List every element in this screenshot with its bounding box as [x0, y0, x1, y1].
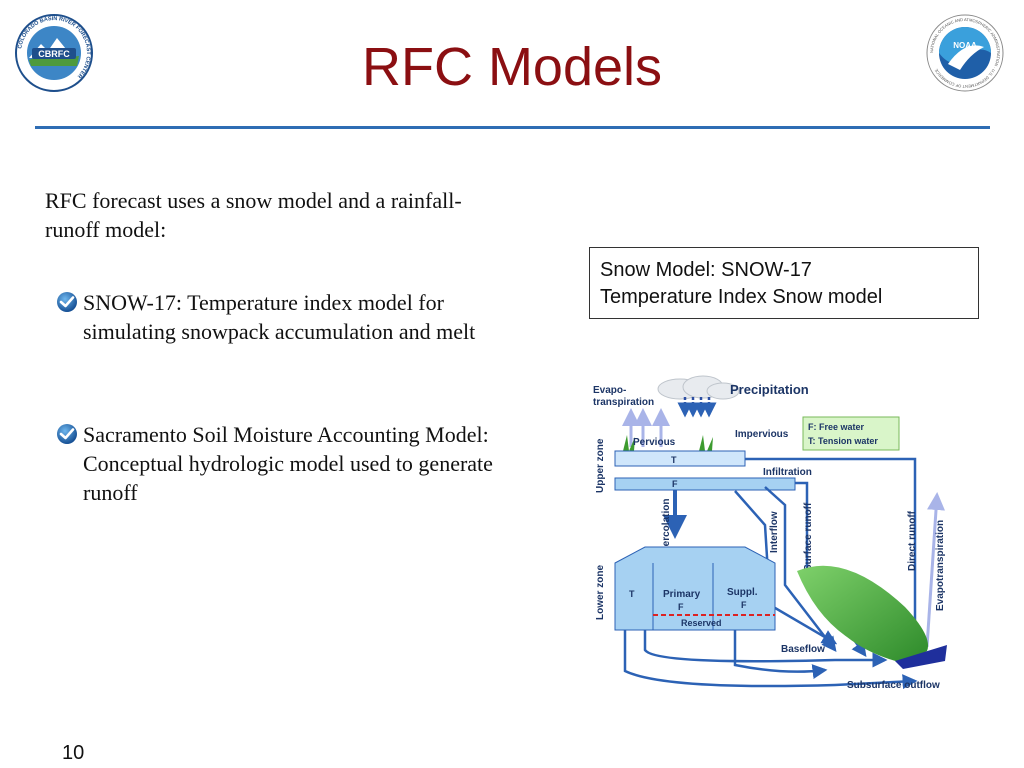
label-upper-T: T [671, 455, 677, 465]
label-lower-T: T [629, 589, 635, 599]
bullet-item: SNOW-17: Temperature index model for sim… [57, 288, 500, 378]
label-infiltration: Infiltration [763, 467, 812, 478]
channel-outlet [895, 645, 947, 669]
label-reserved: Reserved [681, 618, 722, 628]
label-evapotranspiration-1: Evapo- [593, 385, 626, 396]
label-upper-zone: Upper zone [595, 438, 606, 493]
bullet-text: Sacramento Soil Moisture Accounting Mode… [83, 422, 493, 505]
page-number: 10 [62, 742, 85, 764]
cbrfc-logo-text: CBRFC [38, 49, 70, 59]
label-pervious: Pervious [633, 437, 676, 448]
label-surface-runoff: Surface runoff [803, 502, 814, 571]
cloud-icon [657, 375, 740, 400]
label-evapotranspiration-side: Evapotranspiration [935, 520, 946, 611]
slide-title: RFC Models [361, 37, 663, 97]
label-interflow: Interflow [769, 511, 780, 553]
label-impervious: Impervious [735, 429, 789, 440]
intro-text: RFC forecast uses a snow model and a rai… [45, 188, 462, 242]
label-percolation: Percolation [661, 499, 672, 553]
hillslope-terrain [797, 565, 929, 663]
noaa-logo: NOAA NATIONAL OCEANIC AND ATMOSPHERIC AD… [926, 14, 1004, 92]
label-primary-F: F [678, 602, 684, 612]
label-supplemental: Suppl. [727, 587, 758, 598]
label-direct-runoff: Direct runoff [907, 510, 918, 571]
plant-icons [623, 435, 713, 451]
label-evapotranspiration-2: transpiration [593, 397, 654, 408]
bullet-text: SNOW-17: Temperature index model for sim… [83, 290, 476, 344]
legend-tension-water: T: Tension water [808, 436, 878, 446]
label-subsurface-outflow: Subsurface outflow [847, 680, 940, 691]
title-divider [35, 126, 990, 129]
snow-box-line1: Snow Model: SNOW-17 [600, 259, 812, 281]
label-primary: Primary [663, 589, 701, 600]
legend-free-water: F: Free water [808, 422, 865, 432]
snow-model-callout: Snow Model: SNOW-17 Temperature Index Sn… [589, 247, 979, 319]
checkmark-bullet-icon [57, 424, 77, 444]
cbrfc-logo: CBRFC COLORADO BASIN RIVER FORECAST CENT… [15, 14, 93, 92]
label-upper-F: F [672, 479, 678, 489]
noaa-logo-text: NOAA [953, 41, 977, 50]
label-precipitation: Precipitation [730, 382, 809, 397]
snow-box-line2: Temperature Index Snow model [600, 286, 883, 308]
label-baseflow: Baseflow [781, 644, 825, 655]
label-supplemental-F: F [741, 600, 747, 610]
bullet-item: Sacramento Soil Moisture Accounting Mode… [57, 420, 500, 510]
label-lower-zone: Lower zone [595, 565, 606, 620]
checkmark-bullet-icon [57, 292, 77, 312]
sacramento-model-diagram: Evapo- transpiration Precipitation T F P… [585, 375, 960, 705]
